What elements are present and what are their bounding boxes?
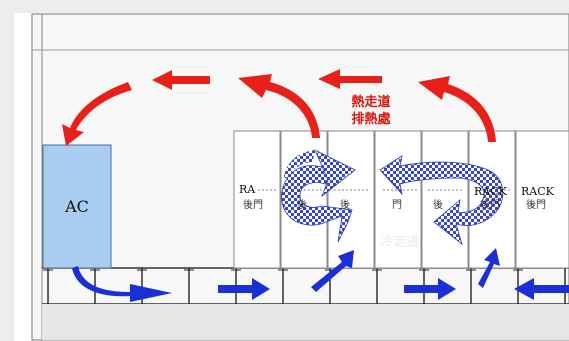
cold-aisle-label: 冷走道 xyxy=(380,235,419,250)
red-arrow-curve-2 xyxy=(418,76,496,142)
rear-door-label-partial-3: 門 xyxy=(392,199,402,211)
hot-aisle-label-line2: 排熱處 xyxy=(351,111,391,127)
rear-door-label-partial-1: 後 xyxy=(297,198,307,211)
rack-label-partial: RA xyxy=(239,183,256,196)
red-arrow-top-2 xyxy=(318,69,382,89)
red-arrow-to-ac xyxy=(62,82,132,146)
rear-door-label-partial-2: 後 xyxy=(340,198,350,211)
rear-door-label-0: 後門 xyxy=(243,198,263,211)
rear-door-label-1: 後門 xyxy=(480,198,500,211)
hot-aisle-label-line1: 熱走道 xyxy=(351,94,390,110)
blue-arrow-floor-1 xyxy=(218,278,270,300)
red-arrow-top-1 xyxy=(152,70,210,90)
blue-arrow-up-2 xyxy=(478,248,500,288)
blue-arrow-from-ac xyxy=(72,266,172,302)
hot-air-arrows xyxy=(62,69,496,146)
circulation-swirl-left xyxy=(281,149,356,243)
cold-air-arrows xyxy=(72,248,569,302)
ac-unit xyxy=(42,144,112,269)
ac-label: AC xyxy=(64,197,89,216)
blue-arrow-up-1 xyxy=(311,250,354,292)
blue-arrow-floor-3 xyxy=(514,278,569,300)
rear-door-label-partial-4: 後 xyxy=(433,198,443,211)
rack-label-1: RACK xyxy=(474,185,508,198)
rear-door-label-2: 後門 xyxy=(526,198,546,211)
blue-arrow-floor-2 xyxy=(404,278,456,300)
red-arrow-curve-1 xyxy=(238,74,320,138)
rack-label-2: RACK xyxy=(521,185,555,198)
circulation-swirl-right xyxy=(379,155,504,246)
